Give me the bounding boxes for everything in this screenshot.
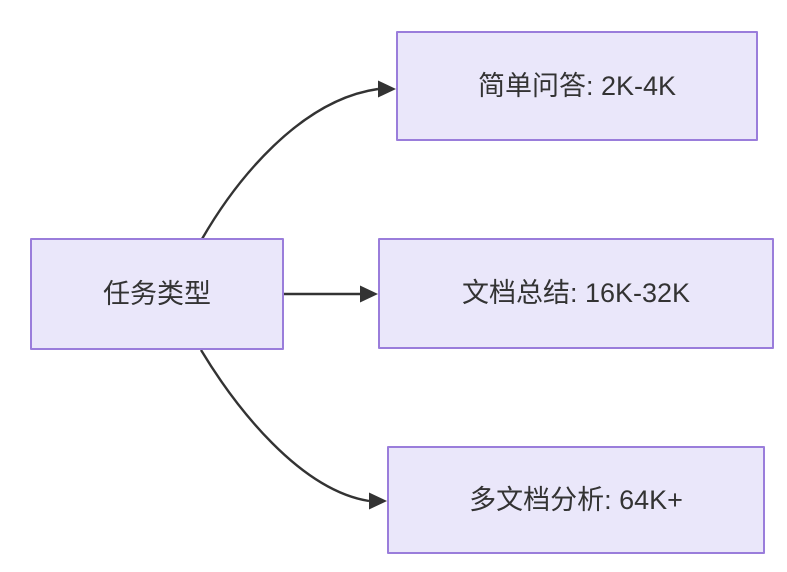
node-label: 任务类型	[103, 278, 211, 309]
arrow-head-icon	[378, 80, 396, 98]
node-simple-qa[interactable]: 简单问答: 2K-4K	[396, 31, 758, 141]
node-label: 文档总结: 16K-32K	[461, 278, 691, 309]
arrow-head-icon	[369, 492, 387, 510]
edge-source-to-multi-doc	[199, 349, 387, 510]
edge-source-to-doc-summary	[284, 285, 378, 303]
node-multi-doc[interactable]: 多文档分析: 64K+	[387, 446, 765, 554]
arrow-head-icon	[360, 285, 378, 303]
edge-line	[199, 349, 370, 503]
edge-source-to-simple-qa	[200, 80, 396, 240]
node-task-type[interactable]: 任务类型	[30, 238, 284, 350]
node-doc-summary[interactable]: 文档总结: 16K-32K	[378, 238, 774, 349]
node-label: 简单问答: 2K-4K	[477, 70, 677, 101]
node-label: 多文档分析: 64K+	[469, 484, 683, 515]
edge-line	[200, 87, 379, 240]
